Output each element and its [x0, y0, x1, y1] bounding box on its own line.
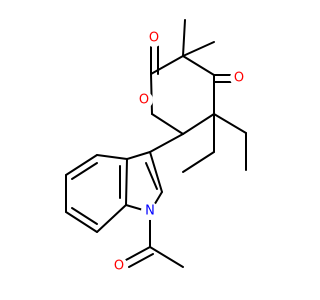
- bond-indole-c3-c3a: [126, 151, 151, 160]
- bond-acetyl-c-o-a: [125, 246, 151, 261]
- bond-indole-c2-c3-inner: [145, 162, 158, 190]
- bond-indole-c6-c7-inner: [71, 207, 98, 225]
- atom-o-acetyl: O: [110, 257, 128, 275]
- bond-c6-o1: [151, 113, 184, 135]
- bond-c3-methyl-b: [182, 19, 186, 57]
- bond-o1-c2: [150, 73, 153, 115]
- bond-c3-methyl-a: [182, 41, 215, 57]
- bond-indole-c7-c7a: [96, 204, 127, 233]
- bond-c5-ethyl1-c1: [213, 113, 247, 134]
- bond-c5-c6: [182, 113, 215, 135]
- atom-label-o-lactone-carbonyl: O: [149, 31, 159, 46]
- bond-c6-indole-c3: [149, 133, 184, 153]
- bond-indole-c3a-c4: [96, 154, 128, 160]
- bond-indole-c4-c5-inner: [71, 162, 98, 180]
- bond-c2-c3: [150, 55, 184, 75]
- bond-indole-c6-c7: [65, 211, 98, 233]
- atom-label-n-indole: N: [145, 204, 155, 219]
- atom-label-o-ketone: O: [234, 71, 244, 86]
- bond-lines: [65, 19, 247, 268]
- bond-ethyl2-c1-c2: [182, 151, 215, 173]
- atom-label-o-ring: O: [139, 93, 149, 108]
- atom-o-ketone: O: [230, 69, 248, 87]
- heteroatom-labels: O O O N O: [110, 29, 248, 275]
- bond-indole-c3a-c7a: [125, 158, 128, 206]
- atom-n-indole: N: [141, 202, 159, 220]
- atom-label-o-acetyl: O: [114, 259, 124, 274]
- atom-o-lactone-carbonyl: O: [145, 29, 163, 47]
- bond-acetyl-c-o-b: [128, 253, 154, 268]
- bond-acetyl-c-methyl: [149, 246, 184, 268]
- bond-indole-c2-c3: [149, 151, 163, 193]
- bond-c3-c4: [182, 55, 215, 76]
- bond-indole-c4-c5: [65, 154, 98, 176]
- molecule-structure-diagram: O O O N O: [65, 19, 248, 275]
- atom-o-ring: O: [135, 91, 153, 109]
